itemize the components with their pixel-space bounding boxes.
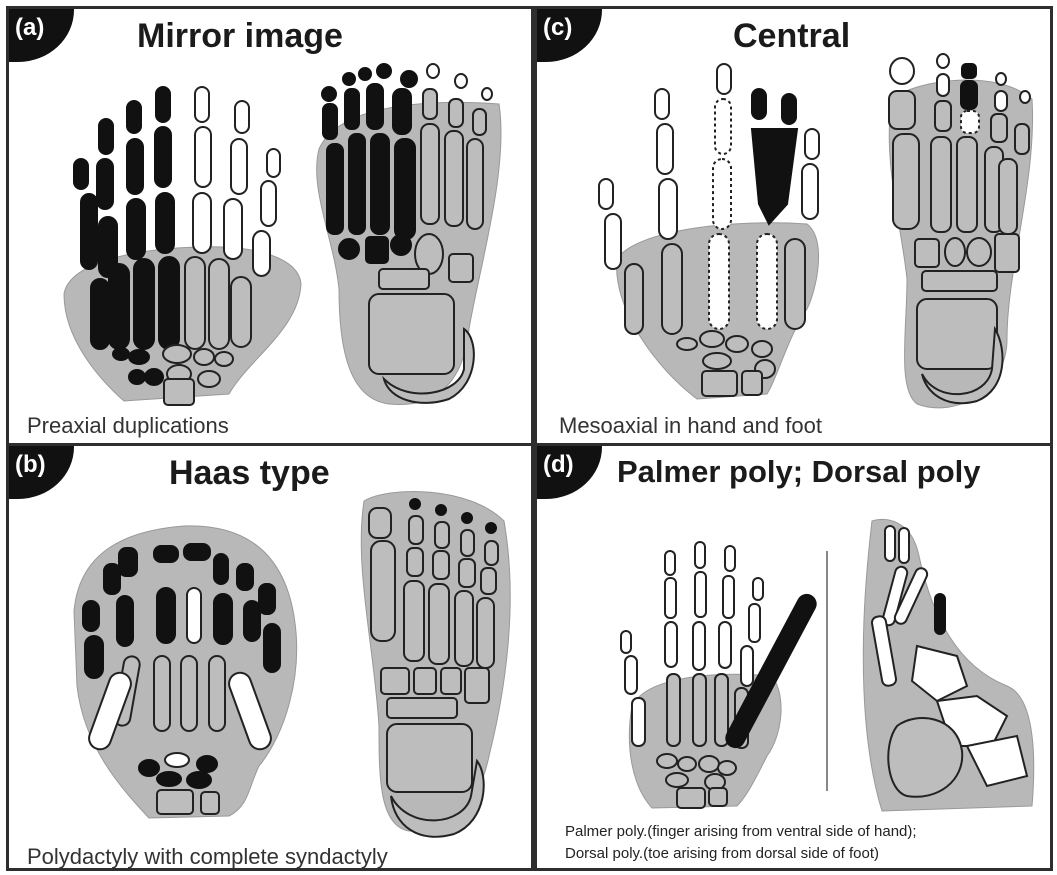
panel-b-illustration — [9, 446, 534, 871]
panel-a-illustration — [9, 9, 534, 446]
panel-d-caption-line1: Palmer poly.(finger arising from ventral… — [565, 820, 917, 843]
panel-d-title: Palmer poly; Dorsal poly — [617, 454, 981, 490]
panel-b: (b) Haas type Polydactyly with complete … — [6, 443, 534, 871]
panel-b-title: Haas type — [169, 454, 330, 493]
panel-a: (a) Mirror image Preaxial duplications — [6, 6, 534, 446]
panel-c-caption: Mesoaxial in hand and foot — [559, 413, 822, 439]
panel-b-badge-label: (b) — [15, 451, 46, 479]
panel-d-badge-label: (d) — [543, 451, 574, 479]
panel-a-badge-label: (a) — [15, 14, 44, 42]
panel-c: (c) Central Mesoaxial in hand and foot — [534, 6, 1053, 446]
panel-b-caption: Polydactyly with complete syndactyly — [27, 844, 388, 870]
panel-a-title: Mirror image — [137, 17, 343, 56]
panel-d-illustration — [537, 446, 1053, 871]
panel-d-caption-line2: Dorsal poly.(toe arising from dorsal sid… — [565, 842, 879, 865]
panel-c-title: Central — [733, 17, 850, 56]
panel-d: (d) Palmer poly; Dorsal poly Palmer poly… — [534, 443, 1053, 871]
panel-c-badge-label: (c) — [543, 14, 572, 42]
panel-a-caption: Preaxial duplications — [27, 413, 229, 439]
panel-c-illustration — [537, 9, 1053, 446]
